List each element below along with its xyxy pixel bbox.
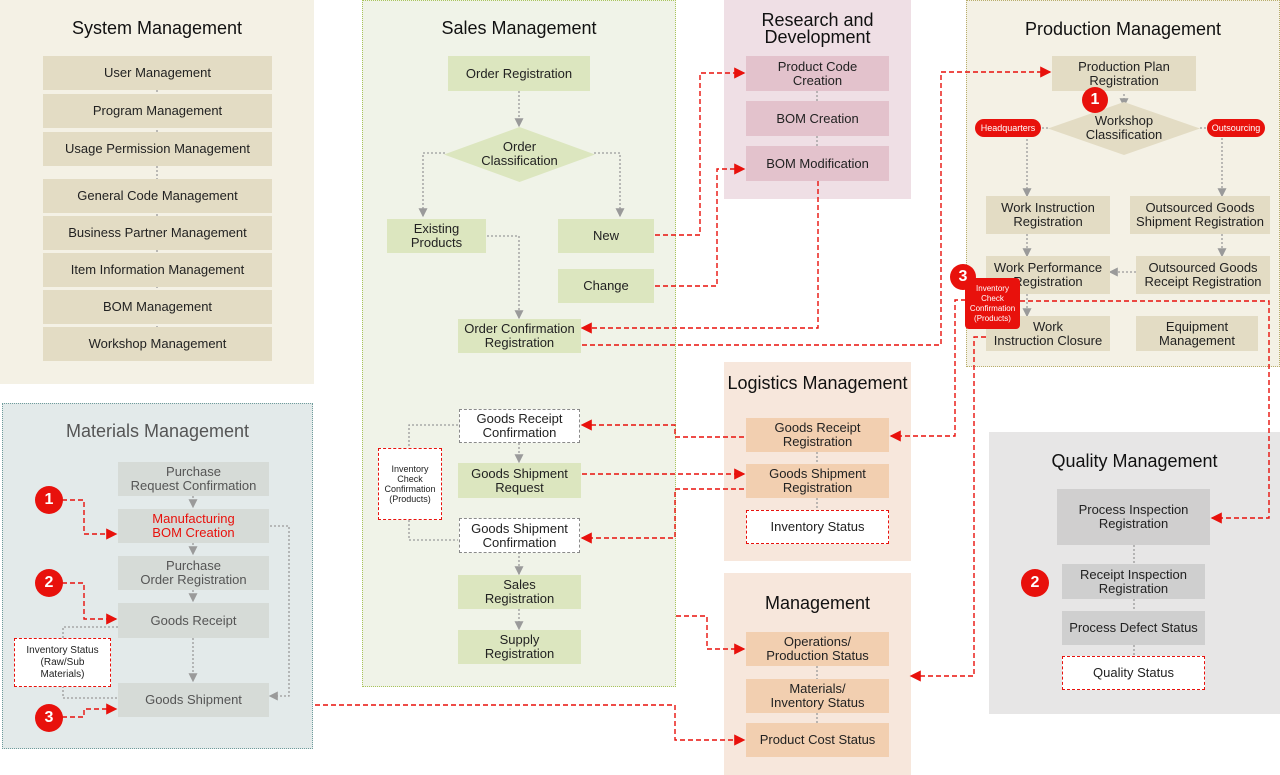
mgmt-product-cost[interactable]: Product Cost Status (746, 723, 889, 757)
prod-plan[interactable]: Production Plan Registration (1052, 56, 1196, 91)
management-title: Management (764, 593, 871, 613)
qual-quality-status[interactable]: Quality Status (1062, 656, 1205, 690)
quality-management-title: Quality Management (1051, 451, 1218, 471)
sales-order-classification: Order Classification (481, 139, 558, 168)
prod-inventory-note: Inventory Check Confirmation (Products) (965, 278, 1020, 329)
sales-goods-shipment-confirmation[interactable]: Goods Shipment Confirmation (459, 518, 580, 553)
sys-business-partner[interactable]: Business Partner Management (43, 216, 272, 250)
sales-order-confirmation[interactable]: Order Confirmation Registration (458, 319, 581, 353)
prod-headquarters-pill: Headquarters (975, 119, 1041, 137)
rnd-title: Research and Development (761, 10, 874, 47)
mat-inventory-note: Inventory Status (Raw/Sub Materials) (14, 638, 111, 687)
sys-bom-management[interactable]: BOM Management (43, 290, 272, 324)
mat-badge-2: 2 (35, 569, 63, 597)
sys-general-code[interactable]: General Code Management (43, 179, 272, 213)
sales-order-classification-diamond[interactable] (444, 127, 595, 182)
sales-existing-products[interactable]: Existing Products (387, 219, 486, 253)
qual-process-inspection[interactable]: Process Inspection Registration (1057, 489, 1210, 545)
sales-management-title: Sales Management (441, 18, 597, 38)
sales-new[interactable]: New (558, 219, 654, 253)
sys-user-management[interactable]: User Management (43, 56, 272, 90)
production-management-title: Production Management (1024, 19, 1222, 39)
qual-process-defect[interactable]: Process Defect Status (1062, 611, 1205, 645)
sys-item-information[interactable]: Item Information Management (43, 253, 272, 287)
sales-order-registration[interactable]: Order Registration (448, 56, 590, 91)
prod-to-management (909, 336, 986, 682)
sales-supply-registration[interactable]: Supply Registration (458, 630, 581, 664)
materials-to-cost (315, 704, 746, 746)
rnd-bom-modification[interactable]: BOM Modification (746, 146, 889, 181)
sys-program-management[interactable]: Program Management (43, 94, 272, 128)
prod-outsourced-receipt[interactable]: Outsourced Goods Receipt Registration (1136, 256, 1270, 294)
sales-registration[interactable]: Sales Registration (458, 575, 581, 609)
prod-outsourced-shipment[interactable]: Outsourced Goods Shipment Registration (1130, 196, 1270, 234)
log-inventory-status[interactable]: Inventory Status (746, 510, 889, 544)
sales-change[interactable]: Change (558, 269, 654, 303)
rnd-product-code[interactable]: Product Code Creation (746, 56, 889, 91)
log-goods-shipment[interactable]: Goods Shipment Registration (746, 464, 889, 498)
prod-workshop-classification: Workshop Classification (1085, 113, 1163, 142)
rnd-bom-creation[interactable]: BOM Creation (746, 101, 889, 136)
mat-manufacturing-bom[interactable]: Manufacturing BOM Creation (118, 509, 269, 543)
mat-purchase-request[interactable]: Purchase Request Confirmation (118, 462, 269, 496)
mat-badge-3: 3 (35, 704, 63, 732)
prod-workshop-classification-diamond[interactable] (1048, 102, 1200, 155)
prod-outsourcing-pill: Outsourcing (1207, 119, 1265, 137)
logistics-title: Logistics Management (727, 373, 908, 393)
qual-badge-2: 2 (1021, 569, 1049, 597)
prod-equipment[interactable]: Equipment Management (1136, 316, 1258, 351)
mat-goods-receipt[interactable]: Goods Receipt (118, 603, 269, 638)
mgmt-operations[interactable]: Operations/ Production Status (746, 632, 889, 666)
sales-inventory-note: Inventory Check Confirmation (Products) (378, 448, 442, 520)
log-goods-receipt[interactable]: Goods Receipt Registration (746, 418, 889, 452)
system-management-title: System Management (71, 18, 243, 38)
qual-receipt-inspection[interactable]: Receipt Inspection Registration (1062, 564, 1205, 599)
sales-goods-shipment-request[interactable]: Goods Shipment Request (458, 463, 581, 498)
prod-work-instruction[interactable]: Work Instruction Registration (986, 196, 1110, 234)
sys-usage-permission[interactable]: Usage Permission Management (43, 132, 272, 166)
mat-purchase-order[interactable]: Purchase Order Registration (118, 556, 269, 590)
prod-badge-1: 1 (1082, 87, 1108, 113)
mgmt-materials[interactable]: Materials/ Inventory Status (746, 679, 889, 713)
sys-workshop-management[interactable]: Workshop Management (43, 327, 272, 361)
materials-management-title: Materials Management (65, 421, 250, 441)
mat-goods-shipment[interactable]: Goods Shipment (118, 683, 269, 717)
mat-badge-1: 1 (35, 486, 63, 514)
prod-work-performance[interactable]: Work Performance Registration (986, 256, 1110, 294)
sales-goods-receipt-confirmation[interactable]: Goods Receipt Confirmation (459, 409, 580, 443)
prod-badge-3: 3 (950, 264, 976, 290)
